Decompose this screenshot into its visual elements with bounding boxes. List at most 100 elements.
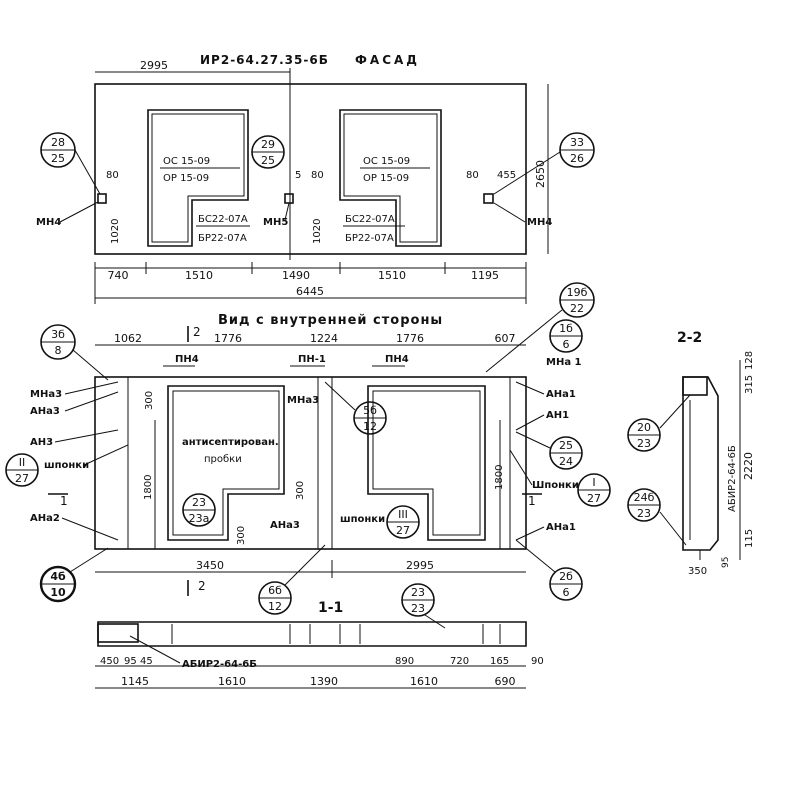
- facade-window-left-label1: ОС 15-09: [163, 156, 210, 167]
- svg-text:23: 23: [411, 586, 425, 599]
- facade-tag-mn5-leader: [284, 202, 290, 221]
- section-1-1-dim-890: 890: [395, 656, 414, 667]
- svg-text:25: 25: [51, 152, 65, 165]
- facade-view: ИР2-64.27.35-6Б ФАСАД 2995 ОС 15-09 ОР 1…: [36, 53, 595, 304]
- inner-label-ana3-left: АНа3: [30, 406, 60, 417]
- inner-callout-25: 25 24: [515, 431, 583, 470]
- section-1-1-dim-165: 165: [490, 656, 509, 667]
- inner-label-ana3-mid: АНа3: [270, 520, 300, 531]
- inner-dim-300-mid: 300: [295, 481, 306, 500]
- inner-leader-ana1-bottom: [515, 526, 545, 541]
- facade-mark: ИР2-64.27.35-6Б: [200, 53, 329, 67]
- facade-dim-740: 740: [108, 269, 129, 282]
- facade-bottom-dim-ticks: [94, 262, 527, 304]
- svg-text:8: 8: [55, 344, 62, 357]
- svg-text:I: I: [592, 476, 595, 489]
- facade-callout-29: 29 25: [251, 135, 285, 169]
- section-2-2-dim-95: 95: [721, 557, 731, 568]
- svg-text:1б: 1б: [559, 322, 573, 335]
- inner-callout-19b: 19б 22: [485, 282, 595, 373]
- inner-opening-left-inner: [172, 390, 280, 536]
- section-1-1-callout-23: 23 23: [401, 583, 446, 629]
- facade-window-left: [147, 109, 249, 247]
- inner-dim-300-bottom: 300: [236, 526, 247, 545]
- svg-text:29: 29: [261, 138, 275, 151]
- svg-text:23: 23: [637, 507, 651, 520]
- inner-callout-node-III: III 27: [386, 505, 420, 539]
- inner-opening-right: [367, 385, 486, 541]
- facade-dim-80-left: 80: [106, 170, 119, 181]
- inner-leader-mna3-left: [64, 381, 119, 395]
- facade-tag-mn4-left-leader: [59, 201, 99, 223]
- section-1-1-end-rib: [97, 623, 139, 643]
- section-mark-left: 1: [60, 494, 68, 508]
- inner-leader-an1: [515, 414, 545, 431]
- section-1-1-mark: АБИР2-64-6Б: [182, 659, 257, 670]
- facade-dim-total: 6445: [296, 285, 324, 298]
- inner-leader-shponki-right: [509, 449, 533, 486]
- facade-window-left-door2: БР22-07А: [198, 233, 247, 244]
- facade-callout-33: 33 26: [493, 132, 595, 195]
- svg-text:27: 27: [15, 472, 29, 485]
- facade-dim-80-right: 80: [466, 170, 479, 181]
- svg-text:22: 22: [570, 302, 584, 315]
- inner-dim-300-top: 300: [144, 391, 155, 410]
- section-2-2-callout-20: 20 23: [627, 394, 691, 452]
- svg-text:28: 28: [51, 136, 65, 149]
- section-1-1-dim-1390: 1390: [310, 675, 338, 688]
- inner-callout-node-I: I 27: [577, 473, 611, 507]
- svg-text:33: 33: [570, 136, 584, 149]
- facade-window-right: [339, 109, 442, 247]
- facade-dim-80-mid: 80: [311, 170, 324, 181]
- inner-label-pn4-left: ПН4: [175, 354, 199, 365]
- inner-callout-6b: 6б 12: [258, 544, 326, 615]
- section-2-2-mark: АБИР2-64-6Б: [727, 445, 738, 512]
- section-2-2: 2-2 128 315 2220 115 АБИР2-64-6Б 350 95 …: [627, 330, 755, 577]
- section-2-2-dim-128: 128: [744, 351, 755, 370]
- inner-label-mna3-left: МНа3: [30, 389, 62, 400]
- facade-callout-28: 28 25: [40, 132, 101, 195]
- section-2-2-dim-115: 115: [744, 529, 755, 548]
- inner-label-ana1-top: АНа1: [546, 389, 576, 400]
- svg-text:23: 23: [192, 496, 206, 509]
- svg-text:5б: 5б: [363, 404, 377, 417]
- section-2-2-profile: [682, 376, 719, 551]
- inner-label-shponki-right: Шпонки: [532, 480, 579, 491]
- inner-callout-3b: 3б 8: [40, 324, 109, 381]
- facade-outline: [94, 83, 527, 255]
- facade-dim-height: 2650: [534, 160, 547, 188]
- facade-dim-1510-right: 1510: [378, 269, 406, 282]
- svg-text:25: 25: [559, 439, 573, 452]
- inner-outline: [94, 376, 527, 550]
- inner-label-probki: пробки: [204, 454, 242, 465]
- section-1-1-dim-720: 720: [450, 656, 469, 667]
- svg-text:6: 6: [563, 338, 570, 351]
- facade-window-right-door2: БР22-07А: [345, 233, 394, 244]
- facade-dim-5: 5: [295, 170, 301, 181]
- inner-callout-4b: 4б 10: [39, 547, 109, 603]
- svg-text:6б: 6б: [268, 584, 282, 597]
- section-2-2-title: 2-2: [677, 330, 702, 346]
- inner-opening-left: [167, 385, 285, 541]
- inner-dim-3450: 3450: [196, 559, 224, 572]
- facade-window-left-label2: ОР 15-09: [163, 173, 209, 184]
- svg-text:10: 10: [50, 586, 66, 599]
- svg-text:12: 12: [268, 600, 282, 613]
- svg-text:24б: 24б: [634, 491, 655, 504]
- section-2-2-dim-350: 350: [688, 566, 707, 577]
- section-2-2-top-rib: [682, 376, 708, 396]
- facade-dim-1490: 1490: [282, 269, 310, 282]
- svg-text:6: 6: [563, 586, 570, 599]
- section-1-1-dim-690: 690: [495, 675, 516, 688]
- inner-label-antiseptic: антисептирован.: [182, 437, 279, 448]
- section-1-1-openings: [171, 624, 501, 644]
- section-1-1-dim-1610-left: 1610: [218, 675, 246, 688]
- svg-text:23а: 23а: [189, 512, 210, 525]
- section-1-1-mark-leader: [129, 635, 181, 664]
- inner-dim-1800-right: 1800: [494, 465, 505, 490]
- inner-label-shponki-left: шпонки: [44, 460, 89, 471]
- section-2-2-dim-2220: 2220: [742, 452, 755, 480]
- facade-dim-455: 455: [497, 170, 516, 181]
- facade-window-right-inner: [343, 113, 438, 243]
- facade-window-right-door1: БС22-07А: [345, 214, 395, 225]
